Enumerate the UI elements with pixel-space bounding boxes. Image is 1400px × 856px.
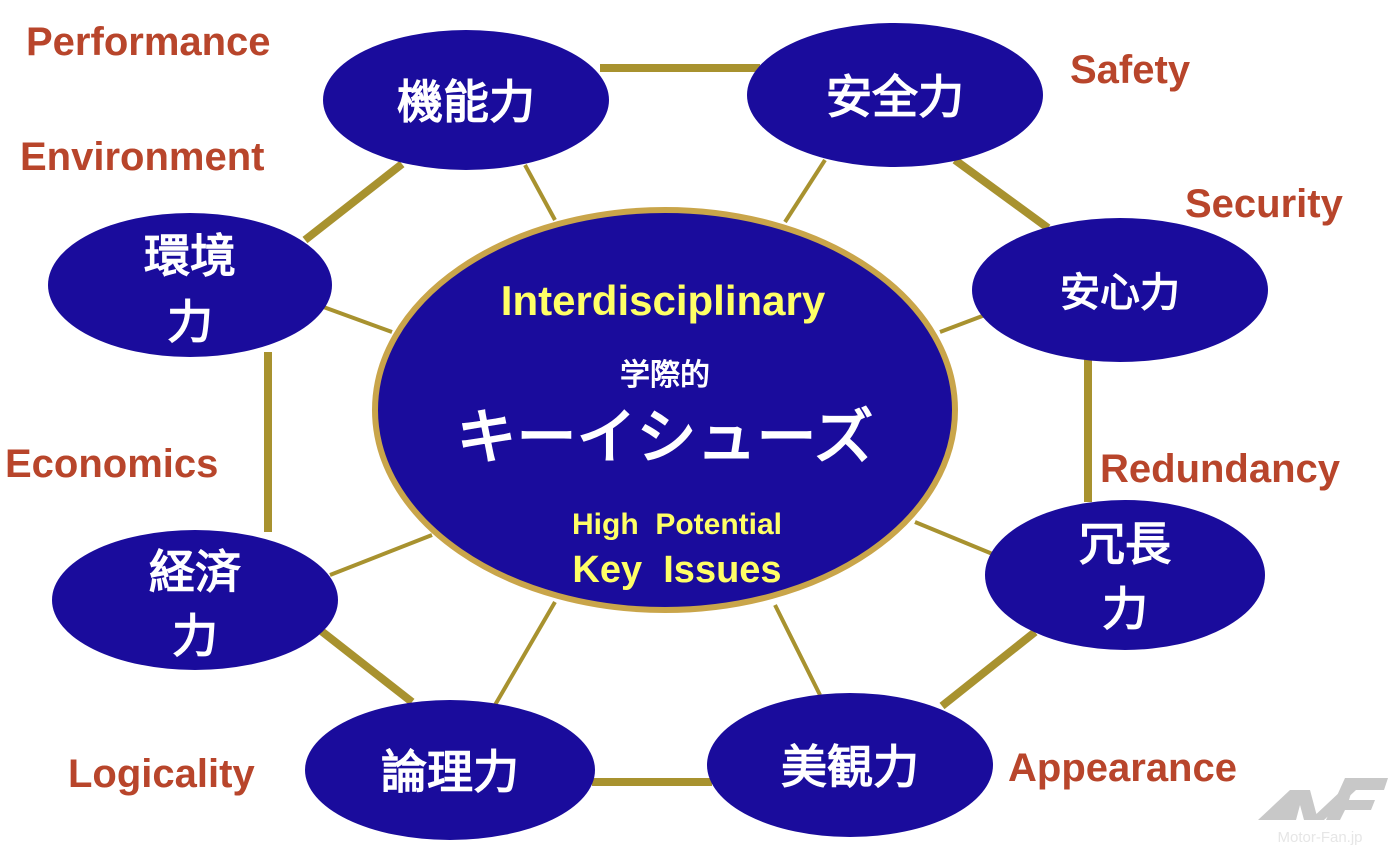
label-economics: Economics xyxy=(5,442,218,486)
label-redundancy: Redundancy xyxy=(1100,447,1341,491)
watermark-logo: Motor-Fan.jp xyxy=(1258,778,1388,846)
spoke-economics xyxy=(329,533,433,577)
center-main-jp: キーイシューズ xyxy=(457,403,874,473)
node-label-line2: 力 xyxy=(167,295,213,349)
ring-connectors xyxy=(264,64,1092,786)
center-node: Interdisciplinary 学際的 キーイシューズ High Poten… xyxy=(372,207,958,613)
node-security: 安心力 xyxy=(972,218,1268,362)
label-safety: Safety xyxy=(1070,48,1191,92)
spoke-environment xyxy=(317,303,393,334)
label-logicality: Logicality xyxy=(68,752,255,796)
node-label-line2: 力 xyxy=(1102,582,1148,636)
spoke-security xyxy=(939,313,986,334)
center-title: Interdisciplinary xyxy=(501,277,826,324)
node-label-line1: 冗長 xyxy=(1079,517,1172,571)
label-performance: Performance xyxy=(26,20,271,64)
node-label-line2: 力 xyxy=(172,609,218,663)
node-label: 安心力 xyxy=(1060,270,1180,316)
center-key-issues: Key Issues xyxy=(572,549,781,591)
spoke-redundancy xyxy=(914,520,996,557)
spoke-logicality xyxy=(493,600,557,707)
node-safety: 安全力 xyxy=(747,23,1043,167)
connector-safety-security xyxy=(952,156,1051,232)
connector-logicality-economics xyxy=(317,626,415,706)
node-label: 安全力 xyxy=(826,70,964,124)
node-performance: 機能力 xyxy=(323,30,609,170)
label-appearance: Appearance xyxy=(1008,746,1237,790)
connector-environment-performance xyxy=(302,160,405,244)
spoke-safety xyxy=(783,158,827,224)
spoke-performance xyxy=(523,164,557,221)
label-security: Security xyxy=(1185,182,1344,226)
spoke-appearance xyxy=(773,604,822,696)
node-environment: 環境 力 xyxy=(48,213,332,357)
connector-redundancy-appearance xyxy=(939,628,1038,710)
watermark-text: Motor-Fan.jp xyxy=(1277,829,1362,846)
node-label: 機能力 xyxy=(397,75,535,129)
node-logicality: 論理力 xyxy=(305,700,595,840)
node-economics: 経済 力 xyxy=(52,530,338,670)
node-label: 美観力 xyxy=(781,740,919,794)
node-label-line1: 経済 xyxy=(149,545,242,599)
node-label-line1: 環境 xyxy=(144,229,236,283)
center-subtitle-jp: 学際的 xyxy=(620,358,710,393)
node-redundancy: 冗長 力 xyxy=(985,500,1265,650)
node-appearance: 美観力 xyxy=(707,693,993,837)
center-high-potential: High Potential xyxy=(572,508,782,541)
spokes xyxy=(317,158,996,707)
label-environment: Environment xyxy=(20,135,264,179)
node-label: 論理力 xyxy=(381,745,519,799)
